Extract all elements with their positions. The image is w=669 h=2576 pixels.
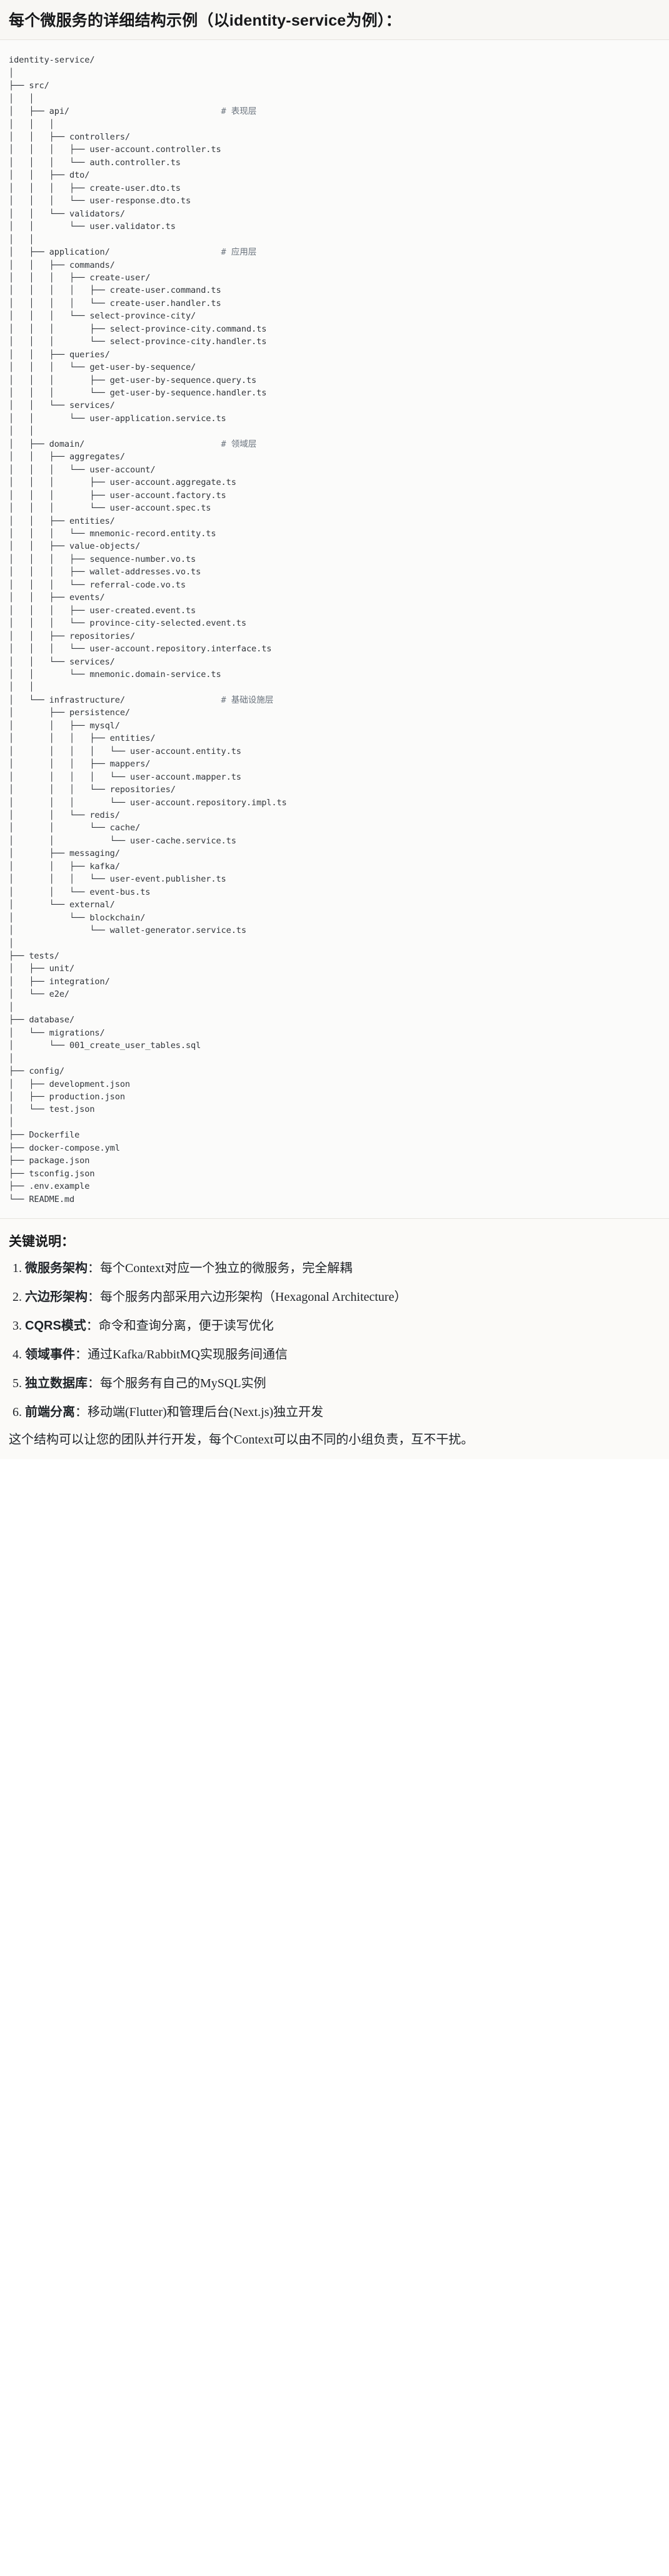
key-notes-list: 微服务架构：每个Context对应一个独立的微服务，完全解耦六边形架构：每个服务…: [9, 1259, 660, 1422]
key-note-description: ：每个服务有自己的MySQL实例: [88, 1377, 266, 1391]
key-note-item: 独立数据库：每个服务有自己的MySQL实例: [25, 1374, 660, 1393]
key-note-description: ：每个Context对应一个独立的微服务，完全解耦: [88, 1261, 353, 1276]
key-note-description: ：每个服务内部采用六边形架构（Hexagonal Architecture）: [88, 1290, 407, 1305]
key-note-term: 独立数据库: [25, 1377, 88, 1391]
tree-comment: # 表现层: [221, 106, 257, 117]
page-title: 每个微服务的详细结构示例（以identity-service为例）：: [9, 12, 401, 29]
key-note-description: ：移动端(Flutter)和管理后台(Next.js)独立开发: [75, 1405, 324, 1420]
key-note-item: CQRS模式：命令和查询分离，便于读写优化: [25, 1316, 660, 1335]
directory-tree: identity-service/ │ ├── src/ │ │ │ ├── a…: [9, 55, 287, 1204]
key-note-item: 前端分离：移动端(Flutter)和管理后台(Next.js)独立开发: [25, 1403, 660, 1422]
key-note-term: 前端分离: [25, 1405, 75, 1420]
tree-comment: # 应用层: [221, 247, 257, 258]
tree-comment: # 领域层: [221, 439, 257, 449]
key-notes-heading: 关键说明：: [9, 1235, 74, 1250]
closing-paragraph: 这个结构可以让您的团队并行开发，每个Context可以由不同的小组负责，互不干扰…: [9, 1433, 474, 1447]
key-notes-section: 关键说明： 微服务架构：每个Context对应一个独立的微服务，完全解耦六边形架…: [0, 1219, 669, 1460]
key-note-term: CQRS模式: [25, 1319, 86, 1333]
key-note-item: 领域事件：通过Kafka/RabbitMQ实现服务间通信: [25, 1345, 660, 1364]
document-page: 每个微服务的详细结构示例（以identity-service为例）： ident…: [0, 0, 669, 1459]
key-note-term: 六边形架构: [25, 1290, 88, 1305]
directory-tree-block: identity-service/ │ ├── src/ │ │ │ ├── a…: [0, 40, 669, 1219]
key-note-description: ：通过Kafka/RabbitMQ实现服务间通信: [75, 1348, 288, 1362]
key-note-term: 领域事件: [25, 1348, 75, 1362]
key-note-item: 六边形架构：每个服务内部采用六边形架构（Hexagonal Architectu…: [25, 1288, 660, 1306]
tree-comment: # 基础设施层: [221, 695, 274, 705]
document-header: 每个微服务的详细结构示例（以identity-service为例）：: [0, 0, 669, 41]
key-note-term: 微服务架构: [25, 1261, 88, 1276]
key-note-item: 微服务架构：每个Context对应一个独立的微服务，完全解耦: [25, 1259, 660, 1278]
key-note-description: ：命令和查询分离，便于读写优化: [86, 1319, 274, 1333]
